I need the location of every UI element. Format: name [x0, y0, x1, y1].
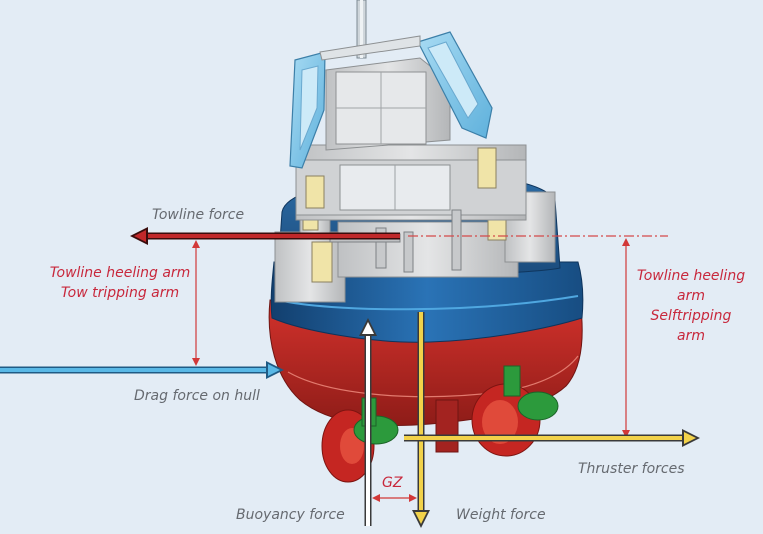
buoyancy-force-label: Buoyancy force	[236, 507, 345, 523]
heeling-arm-left-line-1: Towline heeling arm	[49, 265, 191, 281]
towline-heeling-arm-dimension-left	[192, 240, 200, 366]
hull-stripe	[277, 295, 579, 311]
waterline-seam	[287, 355, 579, 398]
bridge-deckhouse	[295, 144, 527, 221]
heeling-arm-right-line-4: arm	[677, 328, 705, 344]
drag-force-arrow	[0, 361, 284, 379]
wheelhouse-top	[325, 57, 451, 151]
thruster-forces-arrow	[404, 429, 700, 447]
weight-force-arrow	[412, 312, 430, 528]
heeling-arm-left-line-2: Tow tripping arm	[60, 285, 180, 301]
gz-label: GZ	[382, 475, 403, 491]
heeling-arm-right-line-3: Selftripping	[650, 308, 732, 324]
towline-heeling-arm-dimension-right	[622, 238, 630, 438]
weight-force-label: Weight force	[456, 507, 546, 523]
heeling-arm-right-line-2: arm	[677, 288, 705, 304]
towline-force-arrow	[130, 227, 400, 245]
towing-arch	[289, 31, 493, 169]
hull-blue-band	[270, 261, 584, 343]
gz-dimension	[372, 494, 417, 502]
lower-superstructure	[274, 191, 556, 303]
drag-force-label: Drag force on hull	[134, 388, 260, 404]
towline-force-label: Towline force	[152, 207, 245, 223]
thruster-left	[321, 397, 399, 483]
skeg	[435, 399, 459, 453]
towline-heeling-arm-left-label: Towline heeling arm Tow tripping arm	[40, 263, 200, 303]
towline-heeling-arm-right-label: Towline heeling arm Selftripping arm	[632, 266, 750, 346]
mast	[356, 0, 367, 59]
thruster-forces-label: Thruster forces	[578, 461, 685, 477]
buoyancy-force-arrow	[359, 318, 377, 526]
heeling-arm-right-line-1: Towline heeling	[636, 268, 746, 284]
